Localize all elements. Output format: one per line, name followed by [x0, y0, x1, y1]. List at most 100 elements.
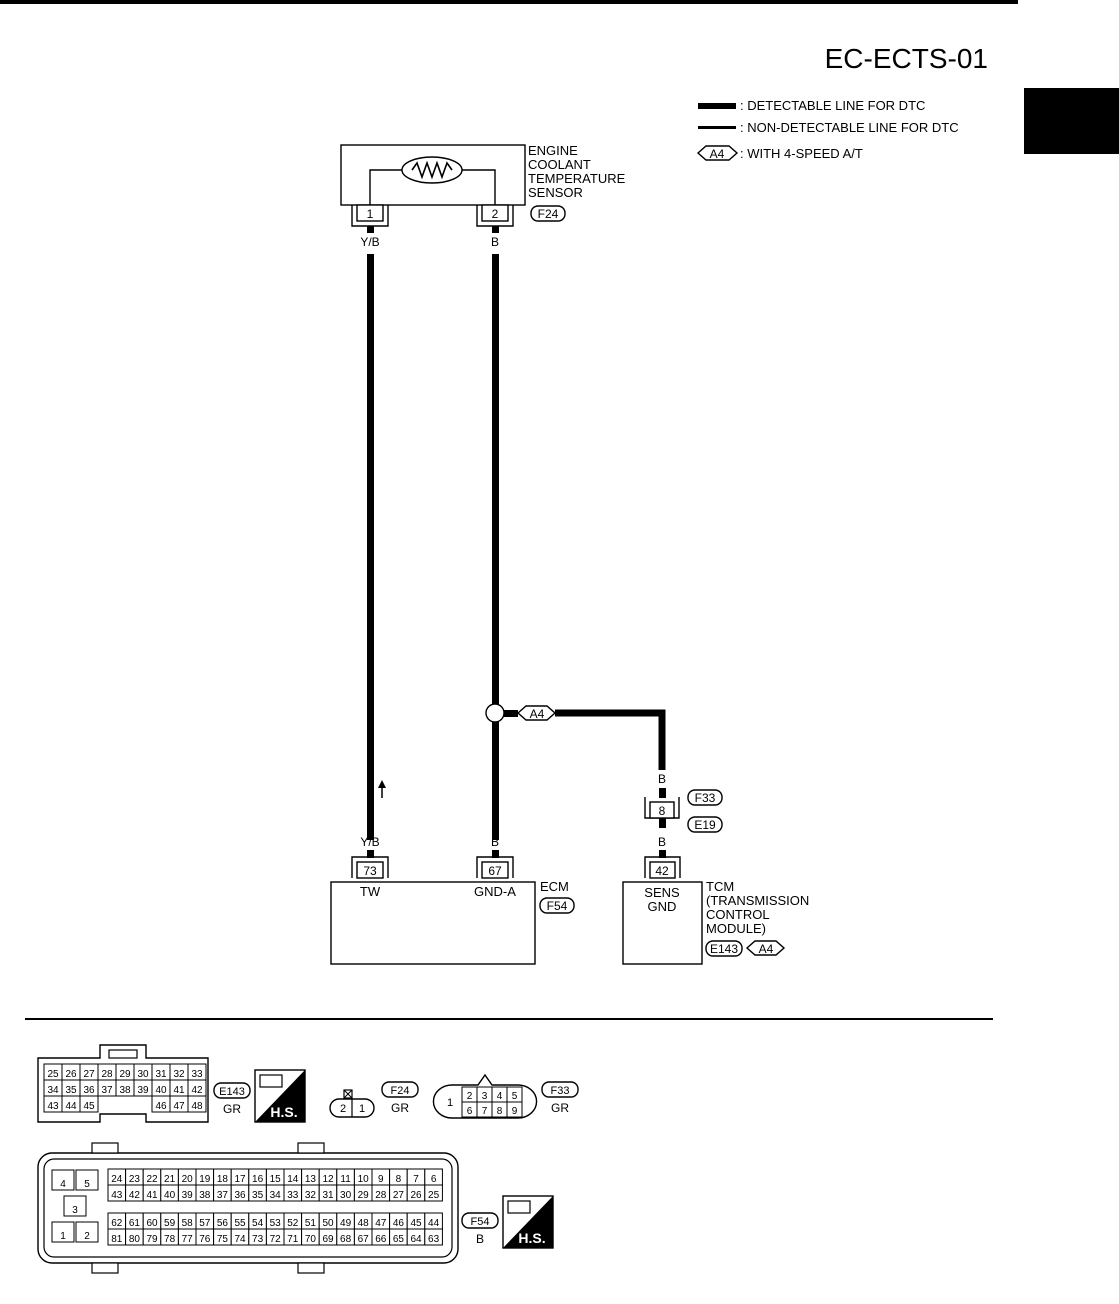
f54-pin-label: 45 — [410, 1218, 422, 1229]
f54-pin-label: 11 — [340, 1174, 351, 1185]
f54-pin-label: 50 — [322, 1218, 334, 1229]
f54-pin-label: 30 — [340, 1190, 352, 1201]
f54-pin-cell — [75, 1221, 99, 1243]
e143-pin-label: 31 — [155, 1069, 167, 1080]
f54-pin-label: 43 — [111, 1190, 123, 1201]
sensor-pin-2: 2 — [492, 207, 499, 221]
f54-pin-label: 48 — [358, 1218, 370, 1229]
f54-color: B — [476, 1232, 484, 1246]
e143-pin-label: 41 — [173, 1085, 185, 1096]
f54-pin-label: 39 — [182, 1190, 194, 1201]
f54-pin-cell — [424, 1228, 443, 1246]
legend-non-detectable-text: : NON-DETECTABLE LINE FOR DTC — [740, 120, 959, 135]
wire-color-sensor-2: B — [491, 235, 499, 249]
f54-pin-label: 65 — [393, 1234, 405, 1245]
splice-option-code: A4 — [530, 707, 545, 721]
f54-pin-label: 79 — [146, 1234, 158, 1245]
f54-pin-label: 18 — [217, 1174, 229, 1185]
sensor-name-line4: SENSOR — [528, 185, 583, 200]
f54-pin-label: 54 — [252, 1218, 264, 1229]
f54-pin-label: 28 — [375, 1190, 387, 1201]
f54-pin-label: 8 — [396, 1174, 402, 1185]
f54-pin-label: 57 — [199, 1218, 211, 1229]
joint-wire-color-bottom: B — [658, 835, 666, 849]
f54-pin-label: 27 — [393, 1190, 405, 1201]
legend-option-code: A4 — [710, 147, 725, 161]
legend-detectable-swatch — [698, 103, 736, 109]
sensor-name-line3: TEMPERATURE — [528, 171, 626, 186]
ecm-body — [330, 881, 536, 965]
e143-pin-label: 32 — [173, 1069, 185, 1080]
ecm-connector-badge — [539, 897, 575, 914]
f54-pin-label: 51 — [305, 1218, 317, 1229]
f54-pin-label: 40 — [164, 1190, 176, 1201]
f54-pin-label: 64 — [410, 1234, 422, 1245]
f54-pin-label: 9 — [378, 1174, 384, 1185]
joint-connector-badge-2 — [687, 816, 723, 833]
e143-pin-label: 25 — [47, 1069, 59, 1080]
tcm-body — [622, 881, 703, 965]
wire-color-ecm-73: Y/B — [360, 835, 379, 849]
f54-pin-label: 7 — [413, 1174, 419, 1185]
e143-pin-label: 33 — [191, 1069, 203, 1080]
f54-pin-label: 17 — [234, 1174, 246, 1185]
f24-pin-2: 2 — [340, 1103, 346, 1115]
f54-pin-label: 22 — [146, 1174, 158, 1185]
ecm-connector-id: F54 — [547, 899, 568, 913]
f54-pin-label: 76 — [199, 1234, 211, 1245]
e143-pin-label: 29 — [119, 1069, 131, 1080]
ecm-terminal-tw: TW — [360, 884, 381, 899]
e143-pin-label: 40 — [155, 1085, 167, 1096]
e143-pin-label: 46 — [155, 1101, 167, 1112]
sensor-connector-badge — [530, 205, 566, 222]
ecm-pin-67: 67 — [488, 864, 502, 878]
signal-wire — [367, 254, 374, 840]
f54-pin-label: 13 — [305, 1174, 317, 1185]
f54-pin-label: 2 — [84, 1231, 90, 1242]
f54-pin-label: 36 — [234, 1190, 246, 1201]
f54-pin-cell — [51, 1221, 75, 1243]
ecm-unit: 73 67 TW GND-A ECM F54 — [330, 856, 575, 965]
f54-pin-label: 29 — [358, 1190, 370, 1201]
tcm-pin-42: 42 — [655, 864, 669, 878]
sensor-connector-id: F24 — [538, 207, 559, 221]
f54-pin-label: 23 — [129, 1174, 141, 1185]
tcm-name-line4: MODULE) — [706, 921, 766, 936]
e143-id: E143 — [219, 1086, 245, 1098]
f33-pin-label: 6 — [467, 1106, 473, 1117]
splice-point — [485, 703, 505, 723]
tcm-unit: 42 SENS GND TCM (TRANSMISSION CONTROL MO… — [622, 856, 809, 965]
f54-pin-label: 80 — [129, 1234, 141, 1245]
tcm-connector-id: E143 — [710, 942, 738, 956]
f54-pin-label: 70 — [305, 1234, 317, 1245]
f54-pin-label: 15 — [270, 1174, 282, 1185]
ground-wire-upper — [492, 254, 499, 704]
top-rule — [0, 0, 1018, 4]
f54-pin-label: 37 — [217, 1190, 229, 1201]
f54-pin-label: 3 — [72, 1205, 78, 1216]
f54-pin-label: 10 — [358, 1174, 370, 1185]
f54-pin-label: 62 — [111, 1218, 123, 1229]
connector-f24-view: 2 1 F24 GR — [329, 1081, 419, 1118]
ground-wire-lower — [492, 722, 499, 840]
f33-pin-1: 1 — [447, 1097, 453, 1109]
ecm-name: ECM — [540, 879, 569, 894]
f33-color: GR — [551, 1101, 569, 1115]
f54-pin-cell — [63, 1195, 87, 1217]
f54-pin-label: 68 — [340, 1234, 352, 1245]
f54-pin-label: 21 — [164, 1174, 176, 1185]
f54-pin-label: 60 — [146, 1218, 158, 1229]
tcm-option-badge — [745, 940, 786, 956]
e143-color: GR — [223, 1102, 241, 1116]
e143-pin-label: 43 — [47, 1101, 59, 1112]
f54-pin-label: 72 — [270, 1234, 282, 1245]
f54-pin-label: 35 — [252, 1190, 264, 1201]
legend: : DETECTABLE LINE FOR DTC : NON-DETECTAB… — [696, 98, 959, 161]
legend-option-text: : WITH 4-SPEED A/T — [740, 146, 863, 161]
f54-pin-label: 34 — [270, 1190, 282, 1201]
f54-pin-label: 33 — [287, 1190, 299, 1201]
f54-pin-label: 38 — [199, 1190, 211, 1201]
e143-pin-label: 48 — [191, 1101, 203, 1112]
